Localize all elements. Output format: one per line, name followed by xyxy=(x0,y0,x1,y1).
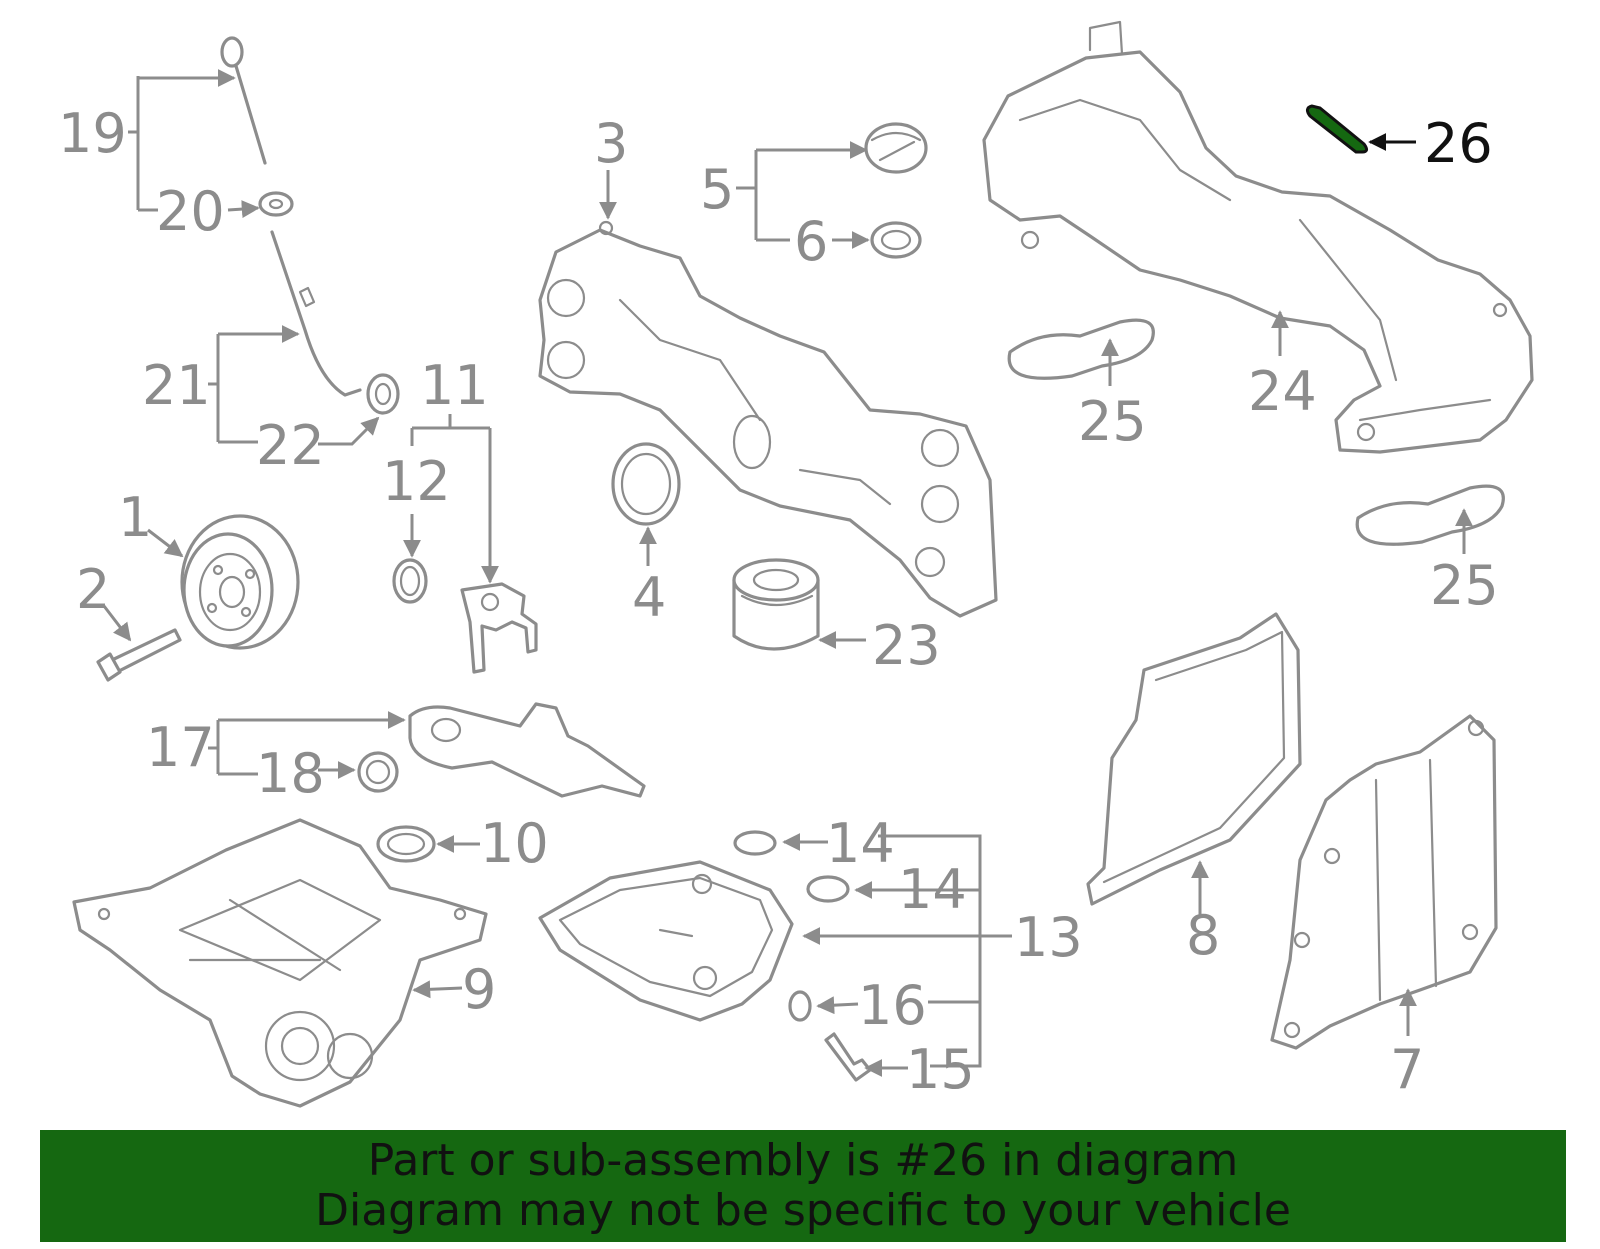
callout-21: 21 xyxy=(142,354,211,417)
part-25-manifold-gasket-upper xyxy=(1007,318,1155,380)
part-13-oil-pan-lower xyxy=(538,860,794,1022)
part-25-manifold-gasket-lower xyxy=(1355,484,1505,546)
callout-2: 2 xyxy=(76,558,110,621)
banner-line-1: Part or sub-assembly is #26 in diagram xyxy=(367,1135,1239,1186)
part-7-side-cover xyxy=(1270,714,1498,1050)
part-21-dipstick-tube xyxy=(270,230,362,397)
part-9-oil-pan-upper xyxy=(72,818,488,1108)
callout-22: 22 xyxy=(256,414,325,477)
callout-20: 20 xyxy=(156,180,225,243)
part-24-intake-manifold xyxy=(982,20,1534,454)
part-18-o-ring xyxy=(357,751,399,793)
part-22-o-ring xyxy=(366,373,400,415)
part-15-drain-plug xyxy=(824,1032,872,1082)
callout-19: 19 xyxy=(58,102,127,165)
callout-14-lower: 14 xyxy=(898,858,967,921)
part-8-cover-gasket xyxy=(1086,612,1302,906)
callout-11: 11 xyxy=(420,354,489,417)
callout-3: 3 xyxy=(594,112,628,175)
callout-10: 10 xyxy=(480,812,549,875)
part-23-oil-filter xyxy=(732,558,820,651)
callout-labels: 1 2 3 4 5 6 7 8 9 10 11 12 13 14 14 15 1… xyxy=(58,102,1499,1101)
callout-4: 4 xyxy=(632,566,666,629)
part-26-highlighted-gasket xyxy=(1305,104,1369,154)
callout-1: 1 xyxy=(118,486,152,549)
callout-16: 16 xyxy=(858,974,927,1037)
part-14-washer-upper xyxy=(733,830,777,856)
part-20-washer xyxy=(258,191,294,217)
callout-24: 24 xyxy=(1248,360,1317,423)
part-12-o-ring xyxy=(392,558,428,604)
callout-5: 5 xyxy=(700,158,734,221)
part-6-filler-cap-gasket xyxy=(870,221,922,259)
callout-6: 6 xyxy=(794,210,828,273)
banner-line-2: Diagram may not be specific to your vehi… xyxy=(315,1185,1291,1236)
callout-25-lower: 25 xyxy=(1430,554,1499,617)
part-16-drain-washer xyxy=(788,990,812,1022)
callout-18: 18 xyxy=(256,742,325,805)
callout-8: 8 xyxy=(1186,904,1220,967)
part-1-crankshaft-pulley xyxy=(180,514,300,650)
callout-23: 23 xyxy=(872,614,941,677)
callout-15: 15 xyxy=(906,1038,975,1101)
part-17-oil-strainer xyxy=(408,702,646,798)
part-3-timing-chain-cover xyxy=(538,220,998,618)
part-19-dipstick xyxy=(220,36,267,165)
part-10-o-ring xyxy=(376,825,436,863)
info-banner: Part or sub-assembly is #26 in diagram D… xyxy=(40,1130,1566,1242)
callout-7: 7 xyxy=(1390,1038,1424,1101)
callout-25-upper: 25 xyxy=(1078,390,1147,453)
leader-lines xyxy=(102,76,1473,1077)
part-2-pulley-bolt xyxy=(96,628,182,682)
part-4-front-oil-seal xyxy=(611,442,681,526)
callout-12: 12 xyxy=(382,450,451,513)
part-5-oil-filler-cap xyxy=(864,122,928,174)
callout-13: 13 xyxy=(1014,906,1083,969)
callout-26: 26 xyxy=(1424,112,1493,175)
callout-17: 17 xyxy=(146,716,215,779)
part-11-oil-pressure-sensor xyxy=(460,582,538,674)
callout-14-upper: 14 xyxy=(826,812,895,875)
callout-9: 9 xyxy=(462,958,496,1021)
part-14-washer-lower xyxy=(806,875,850,903)
